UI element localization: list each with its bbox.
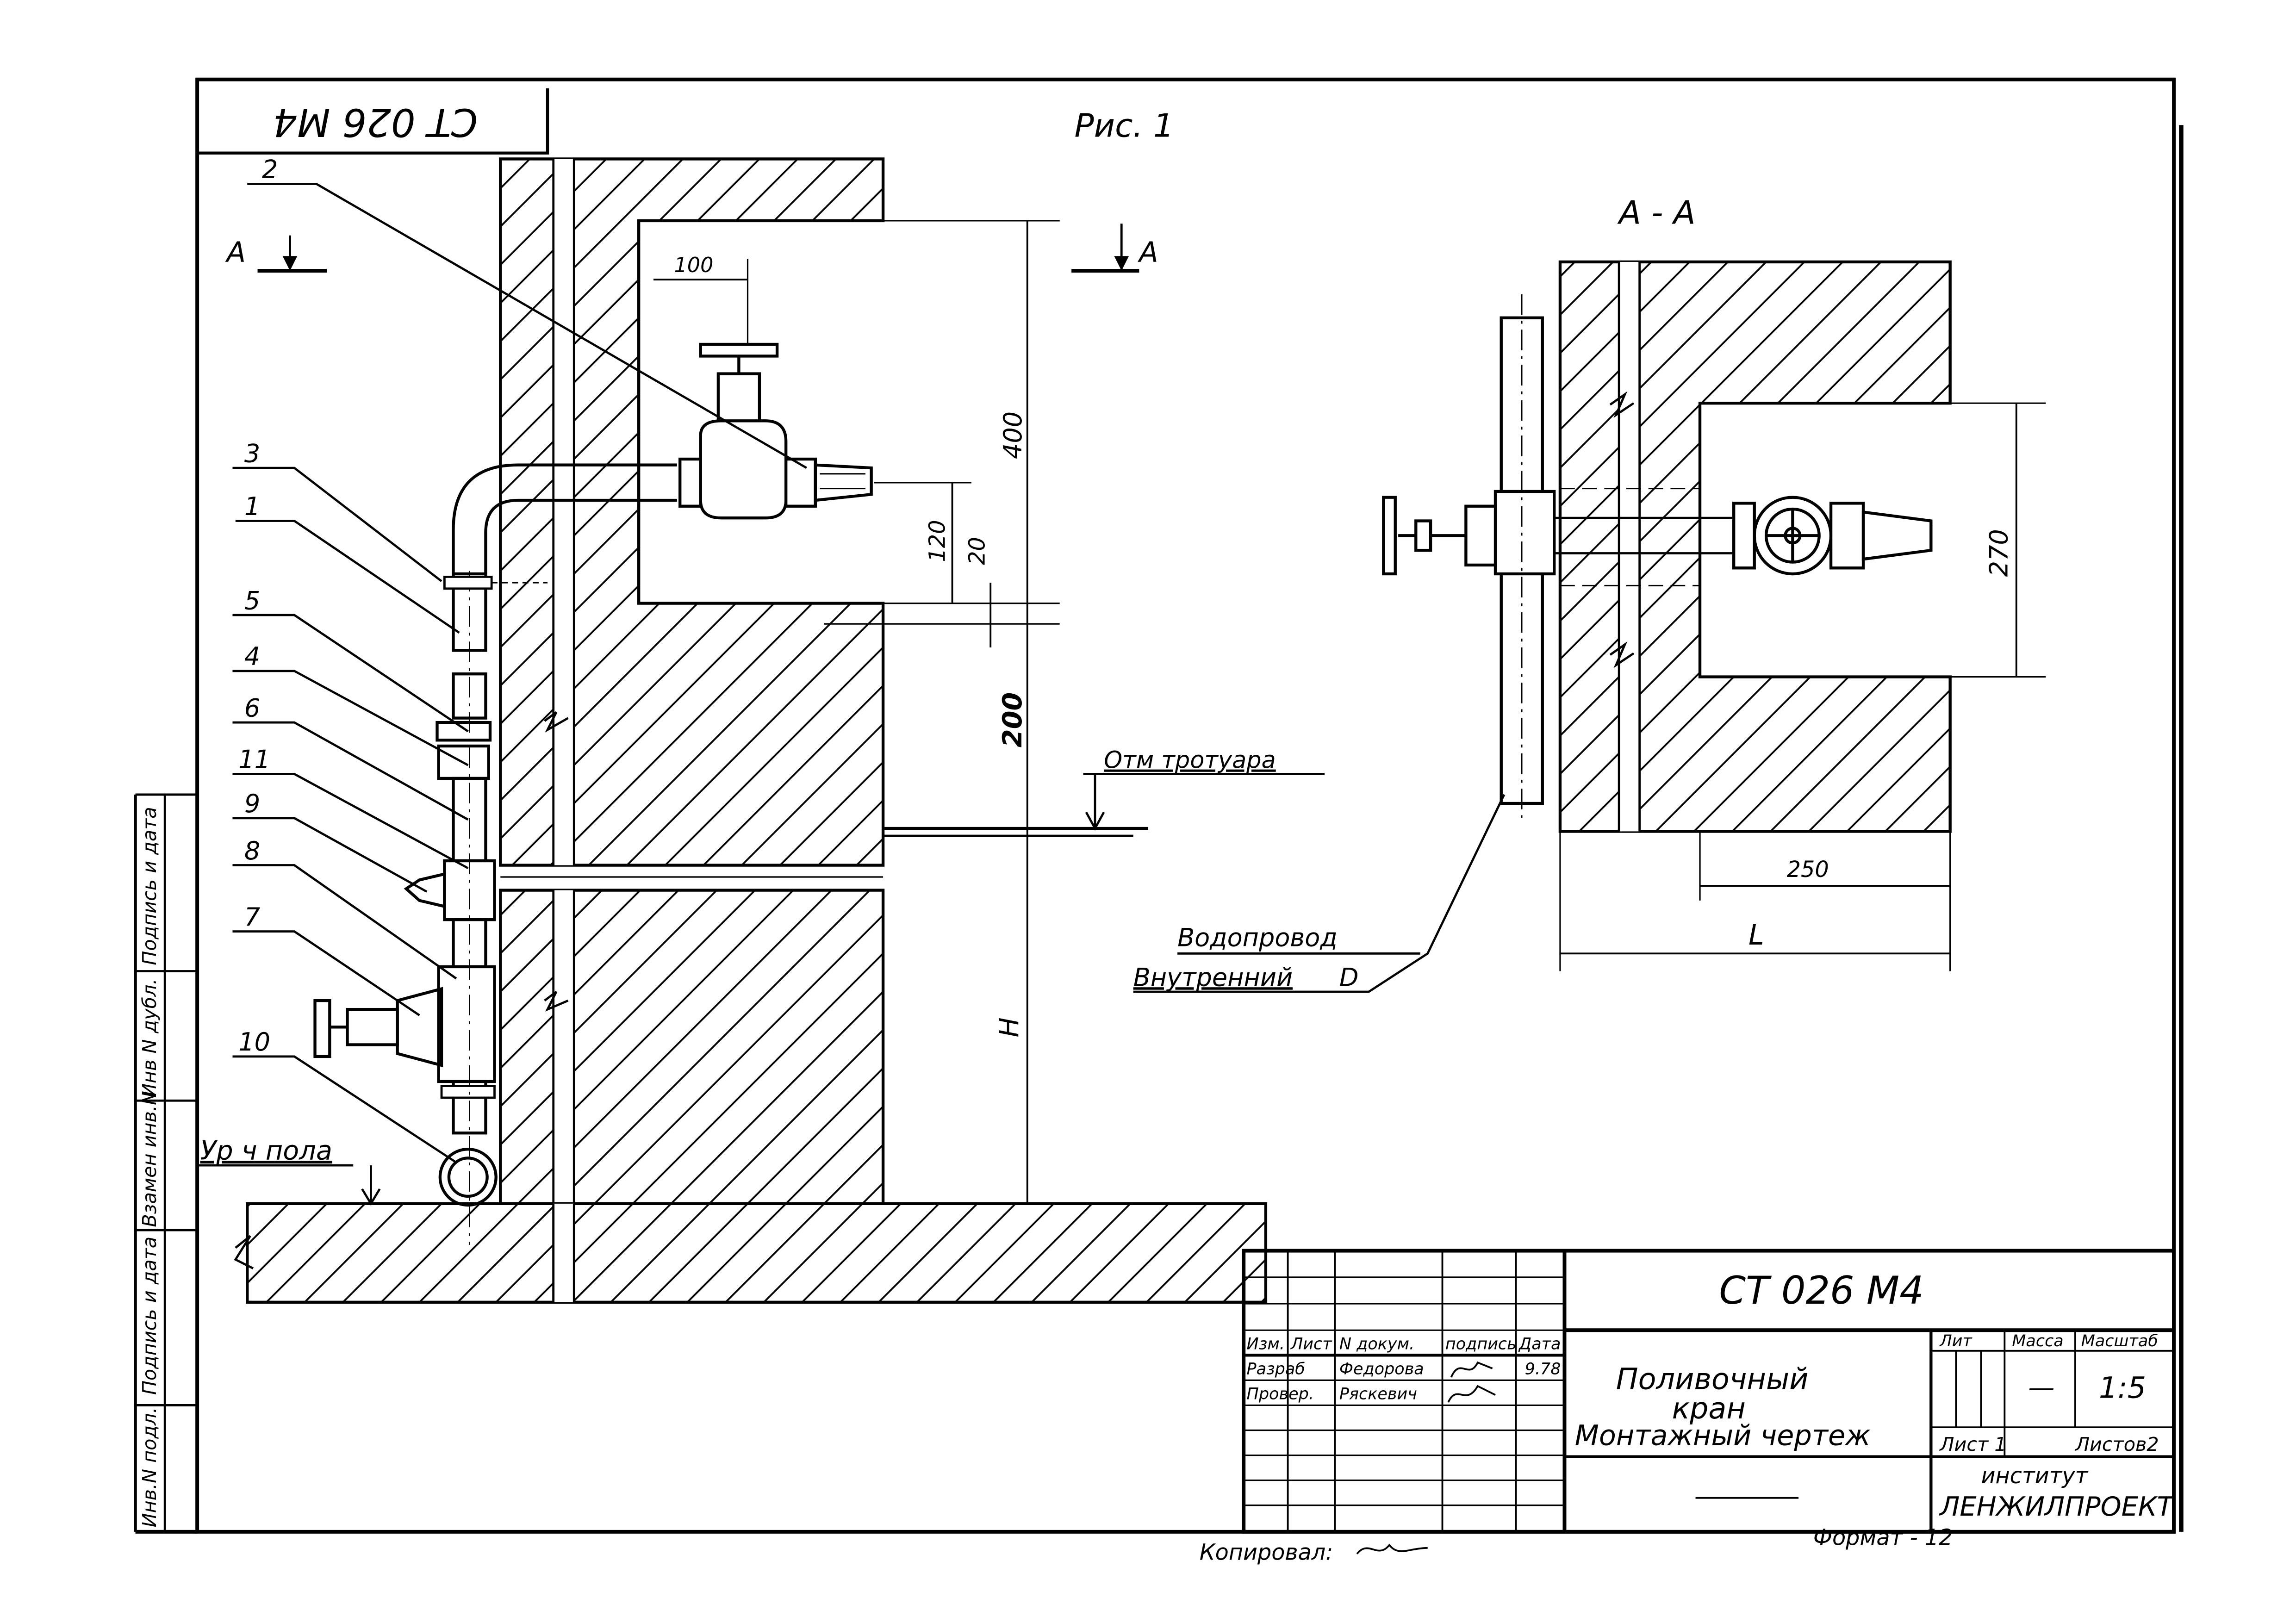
- tb-sheet: Лист 1: [1939, 1433, 2006, 1455]
- dim-250: 250: [1787, 857, 1829, 883]
- tb-col-date: Дата: [1518, 1335, 1561, 1354]
- tb-name-2: кран: [1672, 1391, 1746, 1425]
- label-sidewalk: Отм тротуара: [1104, 746, 1276, 774]
- side-strip-vzamen: Взамен инв.N: [138, 1091, 161, 1227]
- floor-slab: [234, 1202, 1268, 1304]
- label-water-pipe-d: D: [1339, 963, 1359, 992]
- stamp-code: CT 026 M4: [273, 99, 478, 144]
- corner-stamp: CT 026 M4: [197, 88, 549, 155]
- section-title: А - А: [1617, 194, 1695, 231]
- label-water-pipe-2: Внутренний: [1133, 963, 1293, 992]
- riser-pipe: [436, 571, 498, 1245]
- item-label-11: 11: [238, 745, 270, 774]
- tb-code: CT 026 M4: [1719, 1269, 1923, 1313]
- dim-100: 100: [674, 254, 713, 277]
- section-mark-left: [257, 235, 327, 273]
- section-mark-right-letter: А: [1137, 236, 1158, 269]
- dim-400: 400: [998, 411, 1027, 459]
- item-label-10: 10: [238, 1027, 270, 1057]
- tb-scale-value: 1:5: [2099, 1371, 2146, 1405]
- tb-signature-1: [1450, 1361, 1493, 1378]
- plug: [404, 872, 446, 908]
- leaders: [232, 183, 807, 1163]
- side-strip-podpis-2: Подпись и дата: [138, 807, 161, 965]
- dimension-lines-left: [197, 220, 1325, 1206]
- tb-name-3: Монтажный чертеж: [1575, 1419, 1871, 1452]
- dim-20: 20: [965, 537, 990, 565]
- figure-title: Рис. 1: [1074, 107, 1174, 145]
- section-dimensions: [1133, 402, 2046, 993]
- dim-200: 200: [997, 692, 1028, 747]
- tb-signature-2: [1447, 1385, 1496, 1403]
- tb-col-sign: подпись: [1445, 1335, 1517, 1354]
- title-block: [1242, 1249, 2176, 1534]
- tb-massa: Масса: [2012, 1332, 2063, 1350]
- footer-copied: Копировал:: [1200, 1540, 1333, 1565]
- tb-date: 9.78: [1525, 1360, 1561, 1379]
- tb-institute-2: ЛЕНЖИЛПРОЕКТ: [1939, 1492, 2175, 1522]
- section-tap: [1554, 496, 1933, 576]
- item-label-7: 7: [244, 902, 260, 932]
- item-label-6: 6: [244, 693, 260, 722]
- item-label-2: 2: [262, 155, 278, 184]
- dim-l: L: [1748, 919, 1764, 951]
- frame: [134, 77, 2184, 1534]
- tb-sheets: Листов2: [2074, 1433, 2159, 1455]
- tb-col-list: Лист: [1290, 1335, 1332, 1354]
- bib-tap: [678, 342, 873, 520]
- elbow-pipe: [443, 463, 677, 590]
- item-label-9: 9: [244, 789, 260, 818]
- item-label-4: 4: [244, 642, 260, 671]
- tb-prover-name: Ряскевич: [1339, 1385, 1417, 1404]
- dim-120: 120: [925, 520, 951, 562]
- side-strip-inv-dubl: Инв N дубл.: [138, 978, 161, 1098]
- item-label-5: 5: [244, 586, 260, 615]
- tb-row-prover: Провер.: [1247, 1385, 1314, 1404]
- wall-upper: [499, 157, 885, 867]
- tb-name-1: Поливочный: [1616, 1362, 1809, 1396]
- tb-lit: Лит: [1939, 1332, 1972, 1350]
- item-label-3: 3: [244, 439, 260, 468]
- label-water-pipe-1: Водопровод: [1177, 923, 1338, 952]
- section-wall: [1558, 260, 1952, 833]
- tb-massa-value: —: [2028, 1372, 2054, 1403]
- dim-h: H: [995, 1018, 1025, 1038]
- footer-copied-signature: [1356, 1543, 1428, 1555]
- footer-format: Формат - 12: [1813, 1525, 1953, 1550]
- side-strip-inv-podl: Инв.N подл.: [138, 1407, 161, 1527]
- dim-270: 270: [1985, 529, 2014, 577]
- ground-line: [883, 827, 1148, 837]
- side-strip-podpis-1: Подпись и дата: [138, 1237, 161, 1395]
- item-label-8: 8: [244, 836, 260, 865]
- section-mark-left-letter: А: [225, 236, 246, 269]
- tb-razrab-name: Федорова: [1339, 1360, 1424, 1379]
- tb-masshtab: Масштаб: [2081, 1332, 2158, 1350]
- label-floor-level: Ур ч пола: [200, 1135, 332, 1166]
- section-mark-right: [1071, 224, 1139, 273]
- tb-row-razrab: Разраб: [1247, 1360, 1305, 1379]
- section-riser: [1382, 294, 1556, 824]
- tb-col-izm: Изм.: [1247, 1335, 1285, 1354]
- tb-col-doc: N докум.: [1339, 1335, 1414, 1354]
- tb-institute-1: институт: [1981, 1463, 2088, 1489]
- lower-valve: [313, 987, 443, 1068]
- item-label-1: 1: [244, 492, 260, 521]
